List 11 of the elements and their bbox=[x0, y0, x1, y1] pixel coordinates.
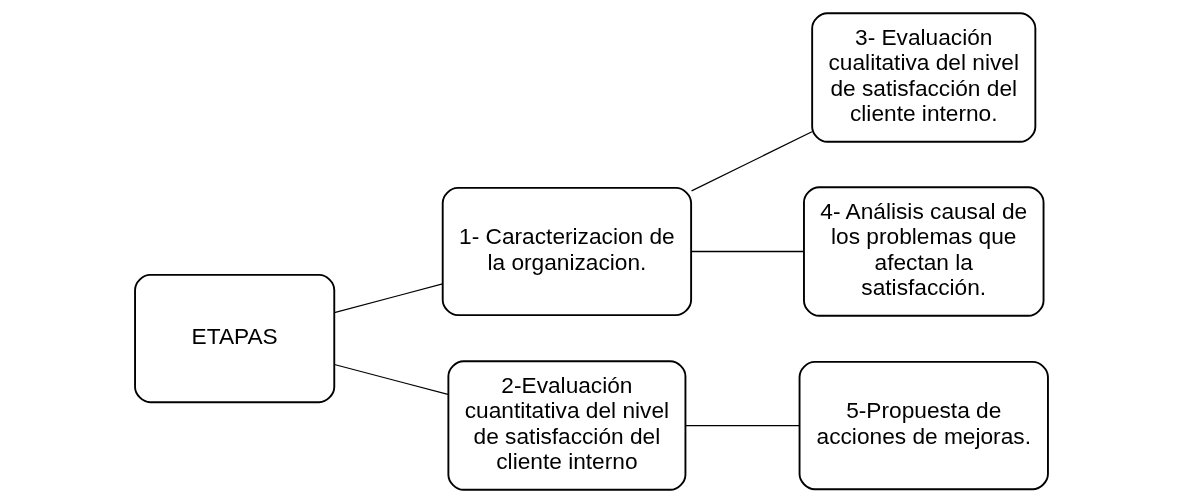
connector bbox=[685, 424, 800, 427]
connector bbox=[691, 250, 805, 253]
node-box: 4- Análisis causal de los problemas que afectan la satisfacción. bbox=[803, 186, 1045, 317]
node-box: ETAPAS bbox=[134, 273, 336, 404]
connector bbox=[691, 131, 813, 192]
connector bbox=[333, 363, 449, 396]
node-box: 1- Caracterizacion de la organizacion. bbox=[441, 186, 693, 317]
node-box: 5-Propuesta de acciones de mejoras. bbox=[798, 360, 1049, 491]
connector bbox=[333, 283, 444, 314]
node-box: 3- Evaluación cualitativa del nivel de satisfacción del cliente interno. bbox=[811, 12, 1037, 143]
node-box: 2-Evaluación cuantitativa del nivel de satisfacción del cliente interno bbox=[447, 360, 687, 491]
